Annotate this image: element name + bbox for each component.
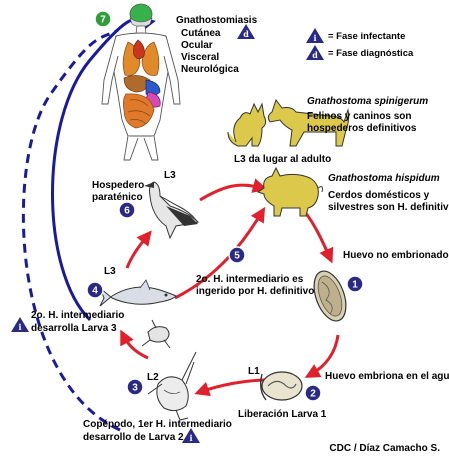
hispidum-host-line-1: Cerdos domésticos y bbox=[328, 190, 430, 201]
arrow-pig-to-egg bbox=[303, 211, 334, 264]
step-5-number: 5 bbox=[234, 251, 240, 262]
stage-6-label-line-2: paraténico bbox=[92, 192, 143, 203]
step-2-badge: 2 bbox=[304, 384, 322, 402]
l3-adult-note: L3 da lugar al adulto bbox=[234, 154, 331, 165]
human-diagnostic-marker: d bbox=[237, 24, 255, 39]
stage-3-label-line-2: desarrollo de Larva 2 bbox=[83, 432, 184, 443]
stage-3-infective-letter: i bbox=[189, 433, 192, 443]
arrow-fish-to-bird bbox=[125, 230, 152, 269]
human-disease-title: Gnathostomiasis bbox=[176, 15, 258, 26]
step-6-number: 6 bbox=[124, 206, 130, 217]
step-6-badge: 6 bbox=[118, 201, 136, 219]
step-7-badge: 7 bbox=[94, 10, 112, 28]
step-3-badge: 3 bbox=[126, 378, 144, 396]
stage-2-larva-tag: L1 bbox=[248, 366, 260, 377]
spinigerum-species-name: Gnathostoma spinigerum bbox=[307, 96, 428, 107]
pig-silhouette bbox=[256, 166, 323, 217]
step-7-number: 7 bbox=[100, 15, 106, 26]
hispidum-species-name: Gnathostoma hispidum bbox=[328, 173, 440, 184]
embryonated-egg-illustration bbox=[259, 371, 303, 401]
credit-line: CDC / Díaz Camacho S. bbox=[329, 443, 440, 454]
dog-silhouette bbox=[267, 98, 350, 147]
spinigerum-host-line-2: hospederos definitivos bbox=[307, 123, 417, 134]
arrow-embryo-to-copepod bbox=[194, 378, 269, 397]
arrow-bird-to-pig bbox=[199, 178, 268, 202]
stage-4-infective-letter: i bbox=[18, 322, 21, 332]
legend-diagnostic-marker: d bbox=[306, 45, 324, 60]
stage-2-label: Huevo embriona en el agua bbox=[325, 371, 449, 382]
step-1-badge: 1 bbox=[346, 275, 364, 293]
frog-illustration bbox=[141, 319, 171, 349]
fish-illustration bbox=[99, 279, 177, 307]
unembryonated-egg-illustration bbox=[313, 270, 347, 322]
step-4-badge: 4 bbox=[86, 281, 104, 299]
copepod-illustration bbox=[147, 351, 197, 421]
stage-5-label-line-1: 2o. H. intermediario es bbox=[196, 274, 304, 285]
stage-2-release-label: Liberación Larva 1 bbox=[238, 409, 327, 420]
human-form-cutaneous: Cutánea bbox=[181, 28, 221, 39]
cat-silhouette bbox=[227, 102, 267, 147]
spinigerum-host-line-1: Felinos y caninos son bbox=[307, 111, 411, 122]
bird-illustration bbox=[144, 181, 200, 240]
arrow-egg-to-embryo bbox=[304, 334, 340, 378]
human-diagnostic-letter: d bbox=[243, 29, 249, 39]
step-4-number: 4 bbox=[92, 286, 98, 297]
stage-3-infective-marker: i bbox=[182, 428, 200, 443]
legend-infective-marker: i bbox=[306, 28, 324, 43]
legend-infective-letter: i bbox=[313, 33, 316, 43]
legend-infective-label: = Fase infectante bbox=[328, 31, 405, 42]
legend-diagnostic-letter: d bbox=[312, 50, 318, 60]
human-figure-illustration bbox=[101, 3, 181, 161]
step-1-number: 1 bbox=[352, 280, 358, 291]
legend: i = Fase infectante d = Fase diagnóstica bbox=[306, 28, 414, 60]
hispidum-host-line-2: silvestres son H. definitivos bbox=[328, 202, 449, 213]
human-form-visceral: Visceral bbox=[181, 52, 219, 63]
step-2-number: 2 bbox=[310, 389, 316, 400]
stage-6-label-line-1: Hospedero bbox=[92, 180, 144, 191]
stage-5-label-line-2: ingerido por H. definitivo bbox=[196, 286, 314, 297]
stage-4-infective-marker: i bbox=[11, 317, 29, 332]
human-form-ocular: Ocular bbox=[181, 40, 213, 51]
legend-diagnostic-label: = Fase diagnóstica bbox=[328, 48, 414, 59]
stage-3-label-line-1: Copépodo, 1er H. intermediario bbox=[83, 419, 232, 430]
stage-3-larva-tag: L2 bbox=[147, 372, 159, 383]
human-form-neurological: Neurológica bbox=[181, 64, 239, 75]
step-3-number: 3 bbox=[132, 383, 138, 394]
stage-4-larva-tag: L3 bbox=[104, 266, 116, 277]
blue-dashed-arrow-to-human bbox=[21, 28, 121, 432]
stage-4-label-line-1: 2o. H. intermediario bbox=[31, 310, 124, 321]
arrow-copepod-to-fish bbox=[120, 329, 149, 360]
stage-6-larva-tag: L3 bbox=[164, 170, 176, 181]
stage-4-label-line-2: desarrolla Larva 3 bbox=[31, 323, 117, 334]
step-5-badge: 5 bbox=[228, 246, 246, 264]
stage-1-label: Huevo no embrionado bbox=[343, 250, 449, 261]
